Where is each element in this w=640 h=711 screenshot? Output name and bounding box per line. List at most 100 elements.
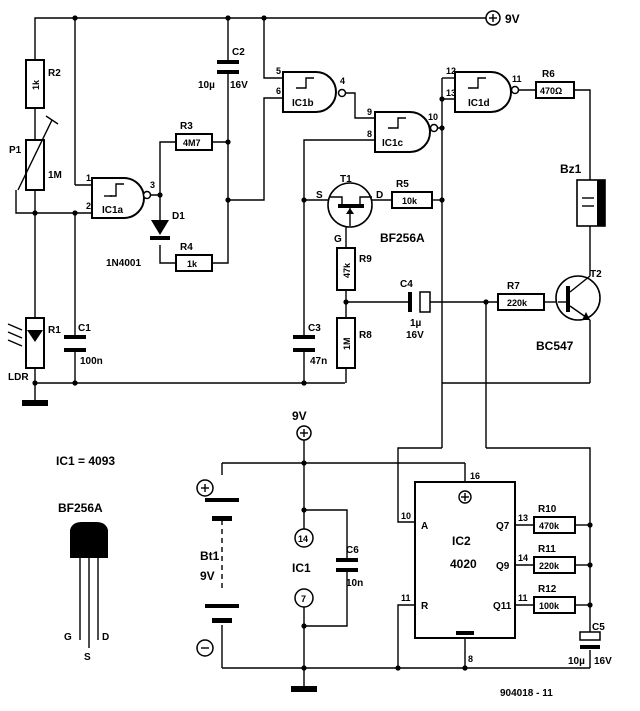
svg-text:470k: 470k xyxy=(539,521,560,531)
svg-text:IC1c: IC1c xyxy=(382,138,404,149)
svg-text:1N4001: 1N4001 xyxy=(106,258,141,269)
capacitor-c6: C6 10n xyxy=(336,545,363,589)
svg-text:S: S xyxy=(84,652,91,663)
svg-text:47n: 47n xyxy=(310,356,327,367)
svg-text:7: 7 xyxy=(301,594,306,604)
svg-text:9V: 9V xyxy=(200,569,215,583)
resistor-r3: 4M7 R3 xyxy=(175,121,213,151)
bf256a-package: BF256A G S D xyxy=(58,501,109,663)
svg-text:Bt1: Bt1 xyxy=(200,549,220,563)
svg-text:C5: C5 xyxy=(592,622,605,633)
svg-text:R7: R7 xyxy=(507,281,520,292)
svg-text:16: 16 xyxy=(470,471,480,481)
svg-text:C3: C3 xyxy=(308,323,321,334)
gate-ic1d: IC1d 12 13 11 xyxy=(446,66,522,113)
svg-text:R6: R6 xyxy=(542,69,555,80)
svg-text:1k: 1k xyxy=(31,79,41,90)
supply-9v-top: 9V xyxy=(485,10,520,26)
svg-text:14: 14 xyxy=(518,553,528,563)
svg-text:11: 11 xyxy=(518,593,528,603)
svg-text:T1: T1 xyxy=(340,174,352,185)
svg-text:IC1d: IC1d xyxy=(468,98,490,109)
svg-text:10: 10 xyxy=(428,112,438,122)
ldr-r1: R1 LDR xyxy=(7,317,61,383)
diode-d1: D1 1N4001 xyxy=(106,211,185,269)
svg-text:1M: 1M xyxy=(48,170,62,181)
svg-text:13: 13 xyxy=(518,513,528,523)
svg-text:14: 14 xyxy=(298,534,308,544)
svg-text:R8: R8 xyxy=(359,330,372,341)
svg-text:12: 12 xyxy=(446,66,456,76)
svg-text:Q7: Q7 xyxy=(496,521,510,532)
svg-text:6: 6 xyxy=(276,86,281,96)
svg-text:T2: T2 xyxy=(590,269,602,280)
svg-text:R5: R5 xyxy=(396,179,409,190)
ic-note: IC1 = 4093 xyxy=(56,454,115,468)
svg-text:C2: C2 xyxy=(232,47,245,58)
bjt-t2: T2 BC547 xyxy=(536,269,602,353)
svg-text:11: 11 xyxy=(401,593,411,603)
svg-text:IC1a: IC1a xyxy=(102,205,124,216)
svg-text:13: 13 xyxy=(446,88,456,98)
svg-text:10: 10 xyxy=(401,511,411,521)
svg-text:IC1 = 4093: IC1 = 4093 xyxy=(56,454,115,468)
svg-text:1k: 1k xyxy=(187,259,198,269)
svg-text:IC2: IC2 xyxy=(452,534,471,548)
gate-ic1a: IC1a 123 xyxy=(86,173,155,219)
battery-bt1: Bt1 9V xyxy=(196,479,239,657)
supply-9v-bottom: 9V xyxy=(292,409,312,441)
jfet-t1: T1 S D G BF256A xyxy=(316,174,425,245)
svg-text:A: A xyxy=(421,521,428,532)
svg-text:R2: R2 xyxy=(48,68,61,79)
svg-text:R4: R4 xyxy=(180,242,193,253)
resistor-r8: 1M R8 xyxy=(336,317,372,369)
buzzer-bz1: Bz1 xyxy=(560,162,606,227)
svg-text:47k: 47k xyxy=(342,262,352,278)
ic1-supply-pins: 14 7 IC1 xyxy=(292,528,314,608)
svg-text:16V: 16V xyxy=(594,656,612,667)
potentiometer-p1: P1 1M xyxy=(9,115,62,191)
svg-text:R12: R12 xyxy=(538,584,557,595)
svg-text:3: 3 xyxy=(150,180,155,190)
resistor-r7: 220k R7 xyxy=(497,281,545,311)
svg-text:5: 5 xyxy=(276,66,281,76)
svg-text:C4: C4 xyxy=(400,279,413,290)
svg-text:4020: 4020 xyxy=(450,557,477,571)
supply-bottom-label: 9V xyxy=(292,409,307,423)
supply-top-label: 9V xyxy=(505,12,520,26)
svg-text:10µ: 10µ xyxy=(198,80,215,91)
svg-text:IC1b: IC1b xyxy=(292,98,314,109)
capacitor-c5: C5 10µ 16V xyxy=(568,622,612,667)
svg-text:8: 8 xyxy=(468,654,473,664)
svg-text:R1: R1 xyxy=(48,325,61,336)
svg-text:R3: R3 xyxy=(180,121,193,132)
svg-text:BF256A: BF256A xyxy=(380,231,425,245)
svg-text:11: 11 xyxy=(512,74,522,84)
svg-text:R11: R11 xyxy=(538,544,556,555)
svg-text:P1: P1 xyxy=(9,145,22,156)
svg-text:R10: R10 xyxy=(538,504,557,515)
svg-text:Q11: Q11 xyxy=(493,601,512,612)
svg-text:2: 2 xyxy=(86,201,91,211)
svg-text:BC547: BC547 xyxy=(536,339,574,353)
svg-text:LDR: LDR xyxy=(8,372,29,383)
svg-text:C6: C6 xyxy=(346,545,359,556)
svg-text:100k: 100k xyxy=(539,601,560,611)
resistor-r6: 470Ω R6 xyxy=(535,69,575,99)
svg-text:S: S xyxy=(316,190,323,201)
capacitor-c4: C4 1µ 16V xyxy=(400,279,431,341)
svg-text:10k: 10k xyxy=(402,196,418,206)
svg-text:Bz1: Bz1 xyxy=(560,162,582,176)
gate-ic1b: IC1b 564 xyxy=(276,66,347,113)
resistor-r5: 10k R5 xyxy=(391,179,433,209)
svg-text:4M7: 4M7 xyxy=(183,138,201,148)
svg-text:9: 9 xyxy=(367,107,372,117)
svg-text:BF256A: BF256A xyxy=(58,501,103,515)
resistor-r9: 47k R9 xyxy=(336,247,372,291)
svg-text:470Ω: 470Ω xyxy=(540,86,562,96)
svg-text:R: R xyxy=(421,601,429,612)
svg-text:10µ: 10µ xyxy=(568,656,585,667)
